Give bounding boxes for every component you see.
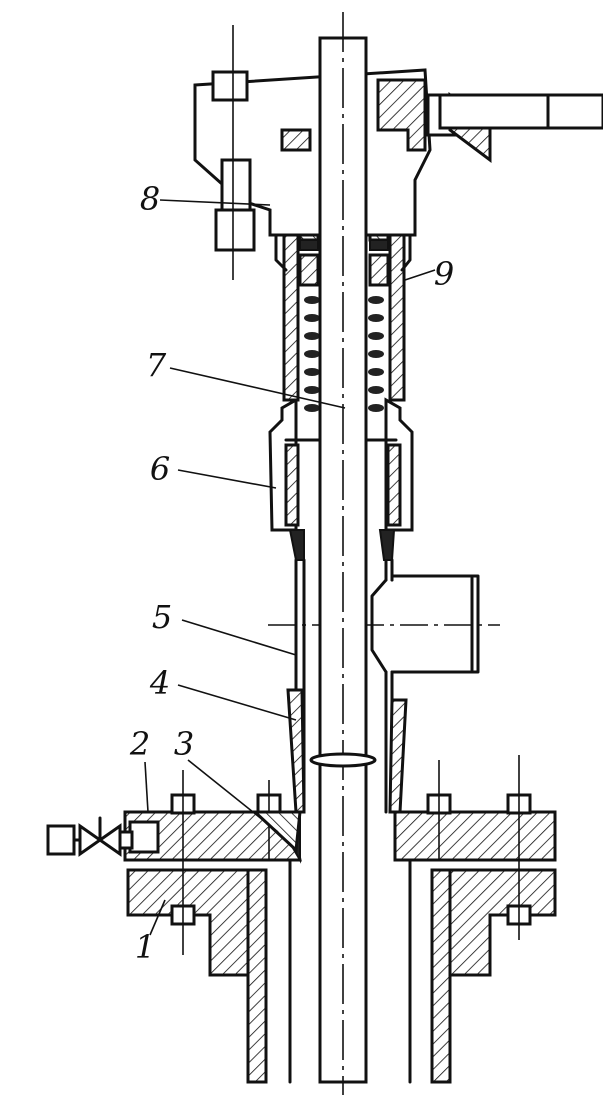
lower-flange	[126, 868, 557, 977]
outlet-pipe	[438, 93, 603, 130]
bolt-8	[211, 25, 256, 280]
callout-9: 9	[434, 255, 454, 293]
side-valve	[46, 816, 134, 857]
polished-rod	[309, 12, 377, 1095]
callout-7: 7	[146, 346, 167, 384]
callout-labels: 8 9 7 6 5 4 2 3 1	[129, 180, 454, 966]
coupling	[268, 397, 414, 561]
callout-4: 4	[149, 664, 170, 702]
callout-3: 3	[174, 725, 194, 763]
leader-lines	[144, 199, 436, 936]
body-tee	[268, 558, 500, 814]
upper-flange	[123, 810, 557, 862]
callout-6: 6	[150, 450, 170, 488]
coil-spring	[304, 296, 384, 412]
callout-1: 1	[135, 928, 155, 966]
flange-bolts	[170, 755, 532, 955]
callout-8: 8	[140, 180, 160, 218]
callout-5: 5	[152, 598, 172, 636]
callout-2: 2	[129, 725, 150, 763]
